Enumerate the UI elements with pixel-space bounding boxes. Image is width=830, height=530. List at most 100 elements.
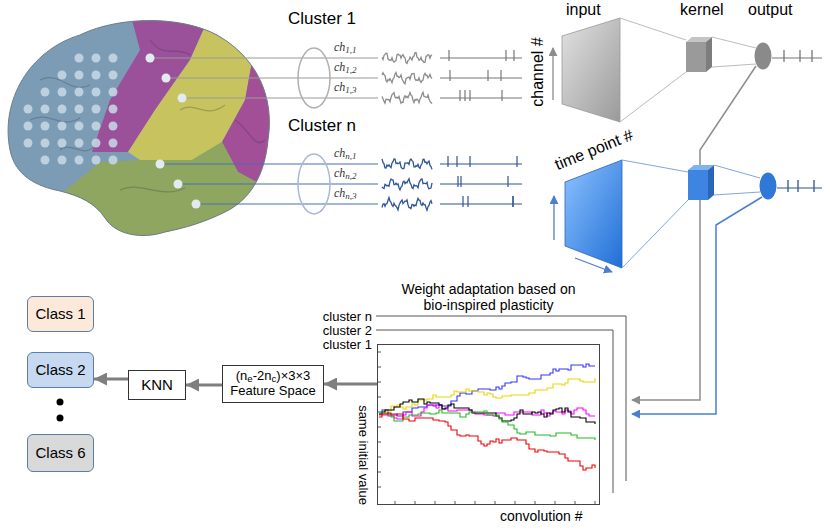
text-run: cluster n xyxy=(323,309,372,324)
text-run: -2n xyxy=(253,368,272,383)
electrode-dot xyxy=(75,88,84,97)
spike-train-base xyxy=(440,164,522,165)
text-run: Weight adaptation based on bio-inspired … xyxy=(401,281,575,313)
text-run: 1,2 xyxy=(345,65,356,75)
conv-block xyxy=(565,160,822,268)
text-run: Feature Space xyxy=(230,383,315,398)
ellipsis-dot xyxy=(57,415,64,422)
plasticity-plot xyxy=(376,316,626,505)
box-text: KNN xyxy=(141,376,173,393)
flow-arrow xyxy=(94,378,128,381)
spike-tick xyxy=(505,50,506,61)
channel-cluster xyxy=(146,48,523,108)
output-neuron xyxy=(755,43,772,70)
text-run: n,1 xyxy=(345,151,356,161)
box-text: Class 2 xyxy=(35,361,85,378)
axis-label: same initial value xyxy=(357,405,370,505)
direction-arrow xyxy=(553,196,554,240)
text-run: KNN xyxy=(141,376,173,393)
text-run: ch xyxy=(334,60,345,74)
text-run: convolution # xyxy=(500,508,583,524)
eeg-waveform xyxy=(382,198,432,211)
cluster-ellipse xyxy=(298,154,330,214)
weight-trace xyxy=(379,364,595,416)
electrode-dot xyxy=(146,54,155,63)
receptive-field-line xyxy=(714,165,760,178)
eeg-waveform xyxy=(382,92,432,103)
electrode-dot xyxy=(109,88,118,97)
gyrus-line xyxy=(180,105,225,111)
spike-train-base xyxy=(440,78,522,79)
spike-tick xyxy=(464,90,465,101)
text-run: ch xyxy=(334,80,345,94)
spike-train-base xyxy=(440,204,522,205)
weight-trace xyxy=(379,410,595,440)
channel-wire xyxy=(182,97,378,98)
channel-cluster xyxy=(156,154,523,214)
channel-label: chn,2 xyxy=(334,167,357,179)
electrode-dot xyxy=(109,54,118,63)
text-run: output xyxy=(748,1,792,18)
box-text: Class 6 xyxy=(35,444,85,461)
spike-tick xyxy=(469,156,470,167)
electrode-dot xyxy=(58,88,67,97)
electrode-dot xyxy=(58,139,67,148)
brain-illustration xyxy=(0,0,300,260)
panel-label: cluster 1 xyxy=(323,338,372,351)
class-box: Class 2 xyxy=(27,352,94,388)
spike-tick xyxy=(799,50,800,62)
electrode-dot xyxy=(75,122,84,131)
output-spike-base xyxy=(772,57,822,58)
electrode-dot xyxy=(92,105,101,114)
channel-label: ch1,2 xyxy=(334,61,357,73)
flow-arrow xyxy=(324,383,377,386)
spike-tick xyxy=(813,180,814,192)
text-run: e xyxy=(247,374,252,385)
electrode-dot xyxy=(92,54,101,63)
text-run: ch xyxy=(334,186,345,200)
text-run: Class 2 xyxy=(35,361,85,378)
electrode-dot xyxy=(109,105,118,114)
text-run: 1,3 xyxy=(345,85,356,95)
text-run: n,3 xyxy=(345,191,356,201)
gyrus-line xyxy=(40,78,90,88)
channel-label: ch1,1 xyxy=(334,41,357,53)
electrode-dot xyxy=(75,156,84,165)
electrode-dot xyxy=(92,122,101,131)
text-run: )×3×3 xyxy=(276,368,310,383)
spike-tick xyxy=(787,180,788,192)
electrode-dot xyxy=(58,122,67,131)
box-text: (ne-2nc)×3×3 xyxy=(236,369,311,384)
cluster-ellipse xyxy=(298,48,330,108)
channel-wire xyxy=(166,77,378,78)
electrode-dot xyxy=(92,88,101,97)
axis-label: convolution # xyxy=(500,509,583,523)
classifier-box: KNN xyxy=(128,370,186,400)
kernel-cube xyxy=(688,170,708,200)
kernel-cube xyxy=(708,165,714,200)
electrode-dot xyxy=(178,94,187,103)
temporal-lobe xyxy=(60,142,290,250)
receptive-field-line xyxy=(714,192,760,195)
weight-trace xyxy=(379,413,595,470)
output-wire xyxy=(632,66,756,400)
electrode-dots xyxy=(24,54,118,165)
spike-tick xyxy=(512,196,513,207)
electrode-dot xyxy=(75,139,84,148)
spike-tick xyxy=(516,156,517,167)
plot-title: Weight adaptation based on bio-inspired … xyxy=(389,281,589,313)
text-run: (n xyxy=(236,368,248,383)
feature-space-box: (ne-2nc)×3×3Feature Space xyxy=(222,365,324,403)
electrode-dot xyxy=(41,105,50,114)
class-box: Class 6 xyxy=(27,434,94,472)
brain-outline xyxy=(8,21,269,236)
output-wire xyxy=(632,197,762,414)
spike-train-base xyxy=(440,58,522,59)
kernel-cube xyxy=(686,42,706,72)
channel-label: chn,1 xyxy=(334,147,357,159)
receptive-field-line xyxy=(620,72,686,122)
output-neuron xyxy=(760,173,777,200)
panel-label: cluster 2 xyxy=(323,324,372,337)
